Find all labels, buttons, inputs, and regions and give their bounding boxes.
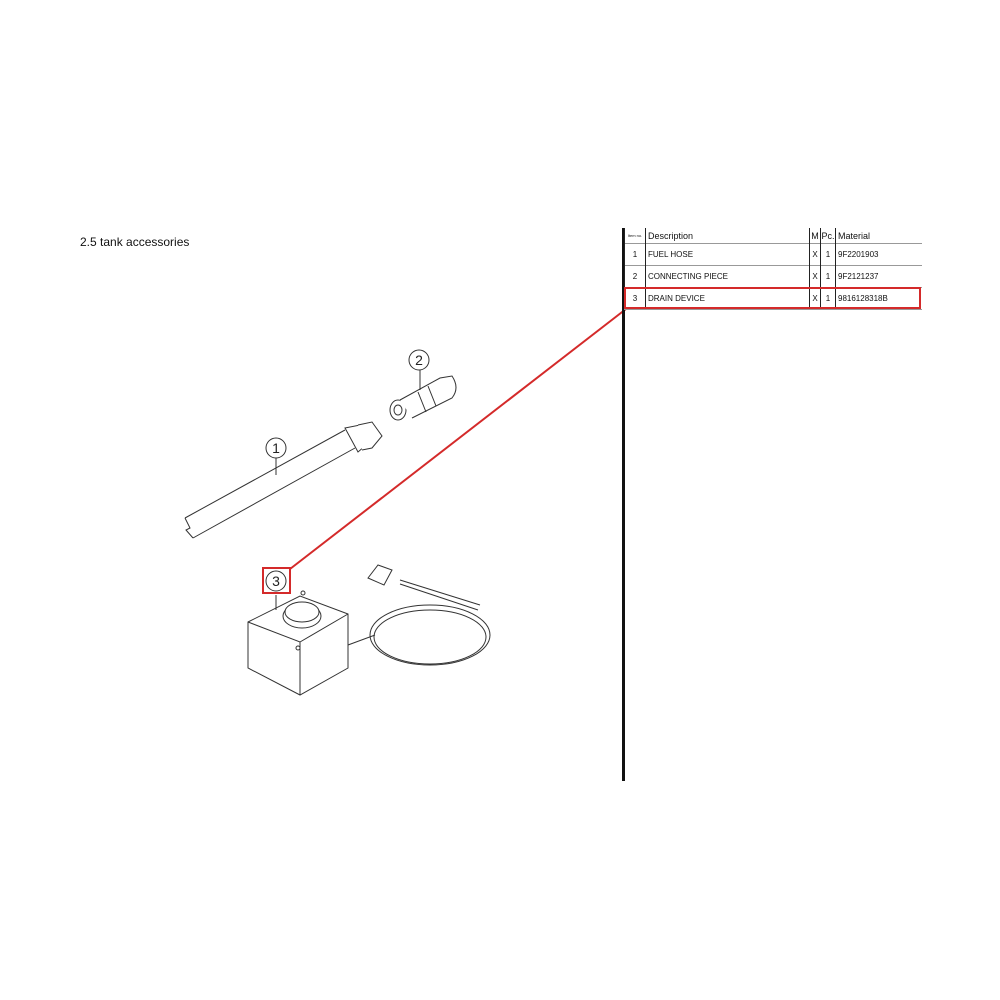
row-3-highlight-box: [624, 287, 921, 309]
header-description: Description: [645, 228, 809, 243]
cell-m: X: [809, 287, 820, 309]
callout-1[interactable]: 1: [265, 437, 287, 459]
table-row[interactable]: 1 FUEL HOSE X 1 9F2201903: [624, 243, 922, 266]
cell-material: 9F2121237: [835, 265, 922, 287]
table-row[interactable]: 2 CONNECTING PIECE X 1 9F2121237: [624, 265, 922, 288]
table-left-border: [622, 228, 625, 781]
header-pc: Pc.: [820, 228, 835, 243]
connecting-piece-drawing: [389, 375, 457, 421]
header-item: Item no.: [624, 228, 645, 243]
header-material: Material: [835, 228, 922, 243]
drain-device-drawing: [247, 564, 491, 696]
table-row-highlighted[interactable]: 3 DRAIN DEVICE X 1 9816128318B: [624, 287, 922, 310]
callout-3[interactable]: 3: [265, 570, 287, 592]
table-header: Item no. Description M Pc. Material: [624, 228, 922, 244]
cell-m: X: [809, 265, 820, 287]
fuel-hose-drawing: [184, 421, 383, 539]
parts-sheet: [74, 190, 926, 810]
cell-description: DRAIN DEVICE: [645, 287, 809, 309]
cell-m: X: [809, 243, 820, 265]
cell-item: 1: [624, 243, 645, 265]
highlight-connector-line: [289, 308, 627, 570]
cell-description: FUEL HOSE: [645, 243, 809, 265]
svg-text:3: 3: [272, 573, 280, 589]
cell-pc: 1: [820, 265, 835, 287]
cell-pc: 1: [820, 287, 835, 309]
header-m: M: [809, 228, 820, 243]
cell-material: 9816128318B: [835, 287, 922, 309]
svg-text:1: 1: [272, 440, 280, 456]
callout-leaders: [275, 370, 421, 610]
cell-description: CONNECTING PIECE: [645, 265, 809, 287]
cell-item: 2: [624, 265, 645, 287]
callout-2[interactable]: 2: [408, 349, 430, 371]
svg-text:2: 2: [415, 352, 423, 368]
cell-material: 9F2201903: [835, 243, 922, 265]
section-title: 2.5 tank accessories: [80, 235, 190, 249]
cell-pc: 1: [820, 243, 835, 265]
callout-3-highlight: [262, 567, 291, 594]
